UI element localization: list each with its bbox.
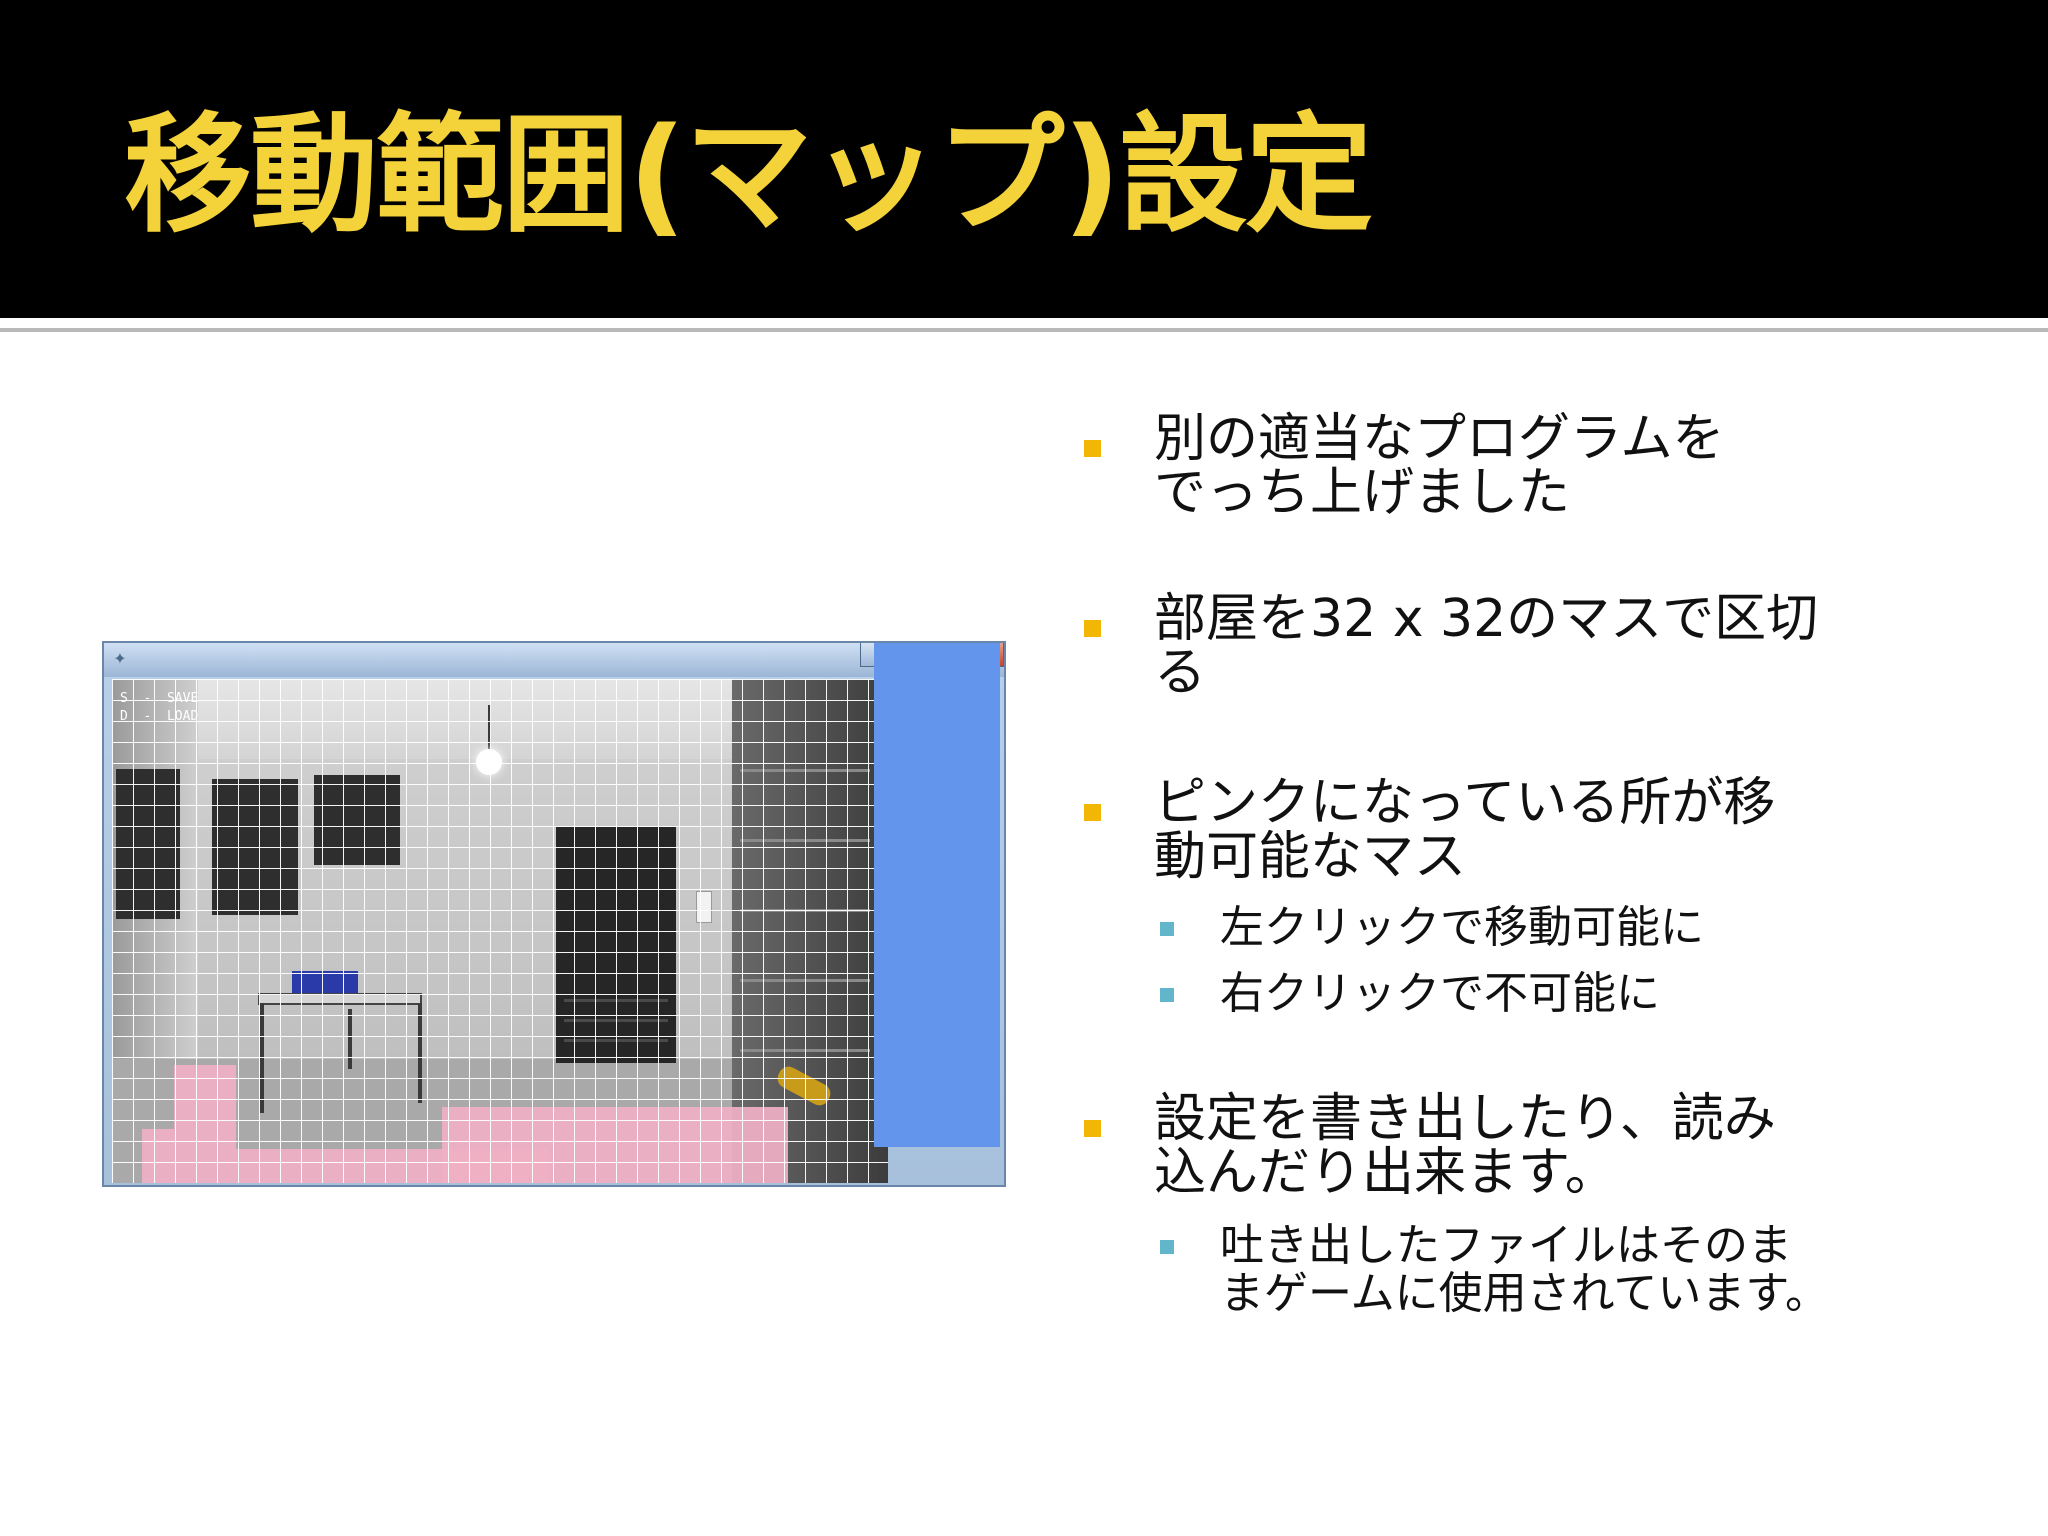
title-divider (0, 320, 2048, 326)
map-editor-screenshot: ✦ ▁ ☐ x S - S (102, 641, 1006, 1187)
slide-title: 移動範囲(マップ)設定 (124, 101, 1373, 250)
app-icon: ✦ (113, 649, 127, 668)
sub-bullet-marker (1160, 1240, 1174, 1254)
bullet-line: 部屋を32 x 32のマスで区切 (1154, 589, 1819, 649)
sub-bullet-text: 右クリックで不可能に (1220, 970, 1660, 1018)
bullet-line: 設定を書き出したり、読み (1154, 1089, 1776, 1149)
bullet-marker (1084, 440, 1101, 457)
bullet-text: 別の適当なプログラムを でっち上げました (1154, 412, 1724, 520)
sub-bullet-line: 右クリックで不可能に (1220, 968, 1660, 1019)
bullet-marker (1084, 1120, 1101, 1137)
editor-side-panel (874, 643, 1000, 1147)
sub-bullet-text: 左クリックで移動可能に (1220, 904, 1704, 952)
sub-bullet-line: まゲームに使用されています。 (1220, 1268, 1829, 1319)
game-room-view: S - SAVE D - LOAD (112, 679, 888, 1183)
sub-bullet-line: 吐き出したファイルはそのま (1220, 1220, 1792, 1271)
bullet-line: ピンクになっている所が移 (1154, 773, 1776, 833)
sub-bullet-text: 吐き出したファイルはそのま まゲームに使用されています。 (1220, 1222, 1829, 1318)
tile-grid (112, 679, 888, 1183)
bullet-marker (1084, 620, 1101, 637)
sub-bullet-marker (1160, 988, 1174, 1002)
hud-load-hint: D - LOAD (120, 709, 199, 724)
bullet-marker (1084, 804, 1101, 821)
window-titlebar: ✦ ▁ ☐ x (104, 643, 1004, 677)
bullet-line: る (1154, 643, 1207, 703)
bullet-line: 動可能なマス (1154, 827, 1467, 887)
bullet-text: 部屋を32 x 32のマスで区切 る (1154, 592, 1818, 700)
bullet-line: でっち上げました (1154, 463, 1571, 523)
sub-bullet-line: 左クリックで移動可能に (1220, 902, 1704, 953)
bullet-line: 込んだり出来ます。 (1154, 1143, 1617, 1203)
bullet-text: ピンクになっている所が移 動可能なマス (1154, 776, 1775, 884)
bullet-line: 別の適当なプログラムを (1154, 409, 1725, 469)
bullet-text: 設定を書き出したり、読み 込んだり出来ます。 (1154, 1092, 1776, 1200)
title-band: 移動範囲(マップ)設定 (0, 0, 2048, 318)
hud-save-hint: S - SAVE (120, 691, 199, 706)
title-divider-shadow (0, 328, 2048, 332)
sub-bullet-marker (1160, 922, 1174, 936)
